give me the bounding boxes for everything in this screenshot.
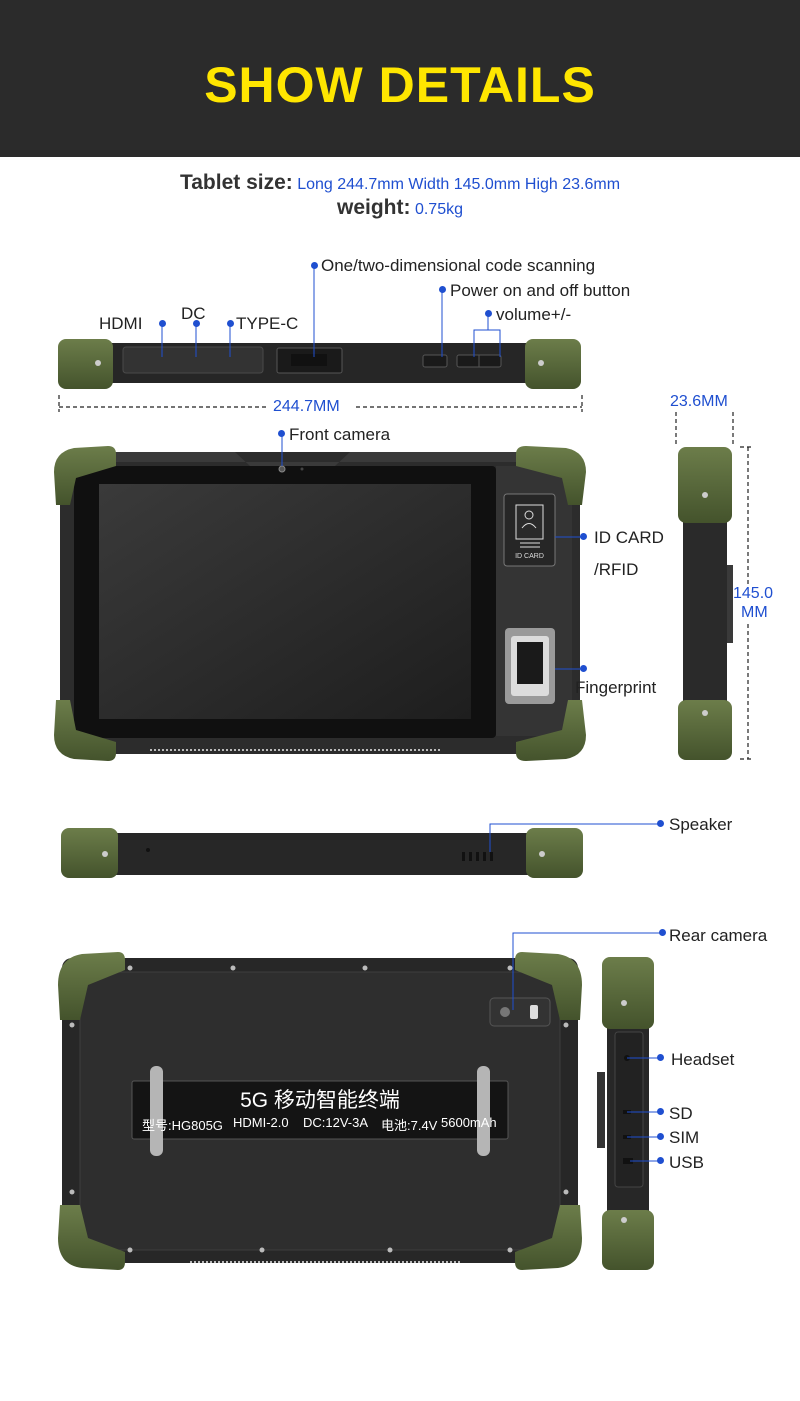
weight-value: 0.75kg <box>414 201 463 218</box>
front-view <box>54 446 586 761</box>
length-dimension: 244.7MM <box>273 398 340 415</box>
usb-dot <box>657 1157 664 1164</box>
front-camera-callout: Front camera <box>289 425 391 444</box>
fingerprint-dot <box>580 665 587 672</box>
bottom-edge-view <box>61 828 583 878</box>
volume-callout: volume+/- <box>496 305 572 324</box>
height-dimension-unit: MM <box>741 604 768 621</box>
rfid-callout: /RFID <box>594 560 639 579</box>
sim-dot <box>657 1133 664 1140</box>
scanner-callout: One/two-dimensional code scanning <box>321 256 596 275</box>
size-label: Tablet size: <box>179 171 293 194</box>
height-dimension-value: 145.0 <box>733 585 774 602</box>
power-dot <box>439 286 446 293</box>
weight-label: weight: <box>337 196 411 219</box>
hdmi-dot <box>159 320 166 327</box>
headset-dot <box>657 1054 664 1061</box>
typec-callout: TYPE-C <box>236 314 299 333</box>
usb-callout: USB <box>669 1153 704 1172</box>
header-banner <box>0 0 800 157</box>
idcard-plate-text: ID CARD <box>515 553 544 560</box>
dc-dot <box>193 320 200 327</box>
volume-dot <box>485 310 492 317</box>
size-value: Long 244.7mm Width 145.0mm High 23.6mm <box>297 176 621 193</box>
headset-callout: Headset <box>671 1050 735 1069</box>
right-side-view <box>678 447 733 760</box>
sim-callout: SIM <box>669 1128 700 1147</box>
left-side-ports-view <box>597 957 654 1270</box>
power-callout: Power on and off button <box>450 281 631 300</box>
thickness-dimension: 23.6MM <box>670 393 728 410</box>
back-dc-label: DC:12V-3A <box>303 1115 369 1130</box>
hdmi-callout: HDMI <box>99 314 143 333</box>
top-edge-view <box>58 339 581 389</box>
speaker-dot <box>657 820 664 827</box>
front-camera-dot <box>278 430 285 437</box>
scanner-dot <box>311 262 318 269</box>
back-view <box>58 952 582 1270</box>
back-hdmi-label: HDMI-2.0 <box>233 1115 289 1130</box>
back-battery-label: 电池:7.4V <box>381 1118 438 1133</box>
idcard-callout: ID CARD <box>594 528 664 547</box>
back-capacity-label: 5600mAh <box>441 1115 497 1130</box>
speaker-callout: Speaker <box>669 815 733 834</box>
size-spec: Tablet size: Long 244.7mm Width 145.0mm … <box>0 171 800 195</box>
rear-camera-dot <box>659 929 666 936</box>
idcard-dot <box>580 533 587 540</box>
typec-dot <box>227 320 234 327</box>
page-title: SHOW DETAILS <box>204 57 596 113</box>
rear-camera-callout: Rear camera <box>669 926 768 945</box>
fingerprint-callout: Fingerprint <box>575 678 657 697</box>
back-brand-label: 5G 移动智能终端 <box>240 1089 400 1112</box>
sd-dot <box>657 1108 664 1115</box>
back-model-label: 型号:HG805G <box>142 1118 223 1133</box>
weight-spec: weight: 0.75kg <box>0 196 800 220</box>
sd-callout: SD <box>669 1104 693 1123</box>
dc-callout: DC <box>181 304 206 323</box>
